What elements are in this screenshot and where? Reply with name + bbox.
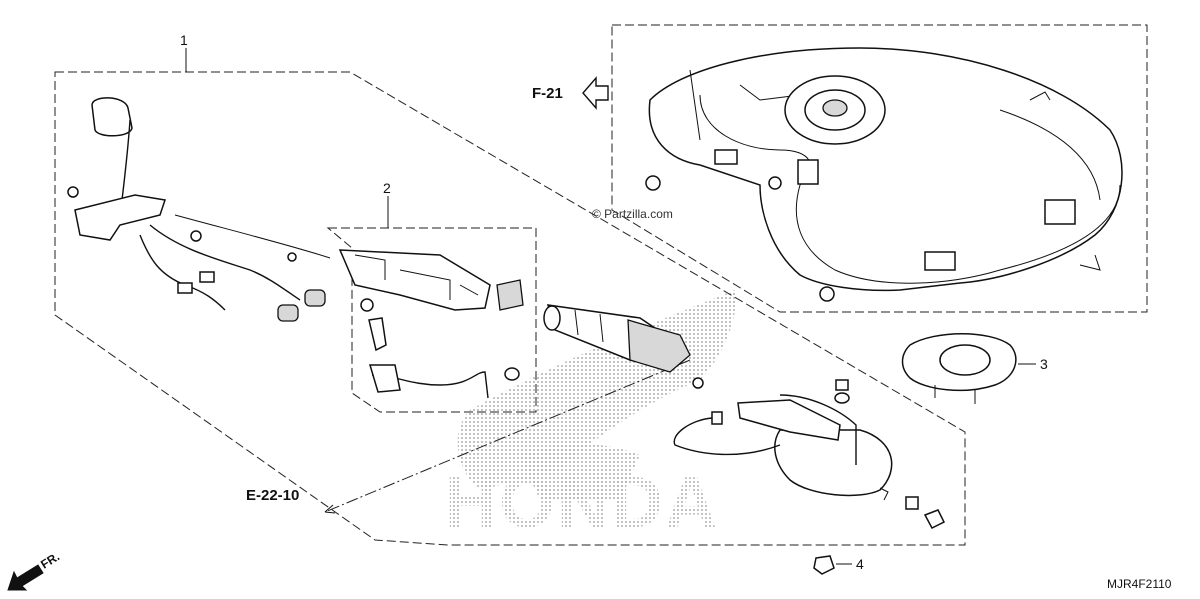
ring-terminal (287, 252, 297, 262)
pump-fitting-washer (360, 298, 374, 312)
fuel-filter-assembly-illustration (338, 249, 524, 399)
part-number-4: 4 (856, 556, 864, 572)
honda-wing-watermark-lower (520, 443, 640, 500)
front-direction-arrow-icon: FR. (7, 549, 62, 591)
fuel-tank-bracket-left (714, 149, 738, 165)
part-number-3: 3 (1040, 356, 1048, 372)
fuel-pump-motor-illustration (543, 304, 691, 373)
wire-lead (174, 214, 331, 259)
base-plate (774, 429, 893, 497)
reference-label-f-21: F-21 (532, 85, 563, 102)
fuel-tank-cable (795, 184, 1121, 284)
front-direction-label: FR. (38, 549, 62, 571)
fuel-tank-filler-cap (822, 99, 848, 117)
reference-arrow-head (324, 504, 336, 514)
base-plate-connector (711, 411, 723, 425)
fuel-tank-mount-bottom (819, 286, 835, 302)
fuel-tank-outline (648, 47, 1123, 292)
fuel-tank-connector (1044, 199, 1076, 225)
base-plate-wire (673, 417, 781, 456)
base-plate-nut-1 (835, 379, 849, 391)
base-plate-hook (879, 487, 889, 501)
pump-strainer (627, 319, 691, 373)
base-plate-bolt-2 (923, 509, 946, 529)
base-plate-washer (834, 392, 850, 404)
tank-gasket-illustration (901, 333, 1017, 404)
fuel-tank-bolt (768, 176, 782, 190)
partzilla-watermark: © Partzilla.com (592, 207, 673, 221)
fuel-tank-illustration (645, 47, 1123, 302)
reference-leader-line (324, 359, 691, 513)
base-plate-pipe (779, 394, 857, 465)
rubber-grommet-1 (277, 304, 299, 322)
fuel-level-sender-illustration (67, 97, 331, 322)
pump-housing (338, 249, 491, 311)
honda-word-watermark: HONDA (445, 463, 719, 543)
reference-label-e-22-10: E-22-10 (246, 487, 299, 504)
base-plate-nut-2 (905, 496, 919, 510)
part-number-2: 2 (383, 180, 391, 196)
gasket-inner (939, 344, 991, 376)
o-ring (504, 367, 520, 381)
fuel-tank-bracket-right (924, 251, 956, 271)
fuel-tank-bracket-mid (797, 159, 819, 185)
pump-outlet (543, 305, 561, 331)
diagram-code: MJR4F2110 (1107, 577, 1172, 591)
base-plate-bolt-1 (692, 377, 704, 389)
assembly-1-dashed-outline (54, 71, 966, 546)
hose-clamp (368, 364, 401, 393)
assembly-2-dashed-outline (326, 227, 537, 413)
sender-bracket (74, 194, 166, 241)
fuel-tank-side-contour (999, 91, 1101, 201)
pump-housing-detail (354, 254, 479, 300)
float-arm (121, 119, 131, 201)
sender-nut (190, 230, 202, 242)
pump-motor-detail (574, 309, 604, 343)
rubber-grommet-2 (304, 289, 326, 307)
fuel-tank-mount-left (645, 175, 661, 191)
part-number-1: 1 (180, 32, 188, 48)
wire-harness-main (149, 224, 301, 301)
fuel-tank-rear-tab (1079, 254, 1101, 271)
wire-clip-2 (177, 282, 193, 294)
fuel-float (91, 97, 133, 137)
fuel-tank-dashed-outline (611, 24, 1148, 313)
wire-clip-1 (199, 271, 215, 283)
base-plate-bracket (737, 399, 841, 441)
reference-arrow-icon (582, 76, 609, 110)
nut-part-4 (813, 555, 835, 575)
pump-fitting (368, 317, 387, 352)
pump-bellows (496, 279, 524, 311)
pump-base-plate-illustration (673, 377, 946, 529)
sender-bolt (67, 186, 79, 198)
fuel-tank-inner-edge (689, 69, 801, 141)
